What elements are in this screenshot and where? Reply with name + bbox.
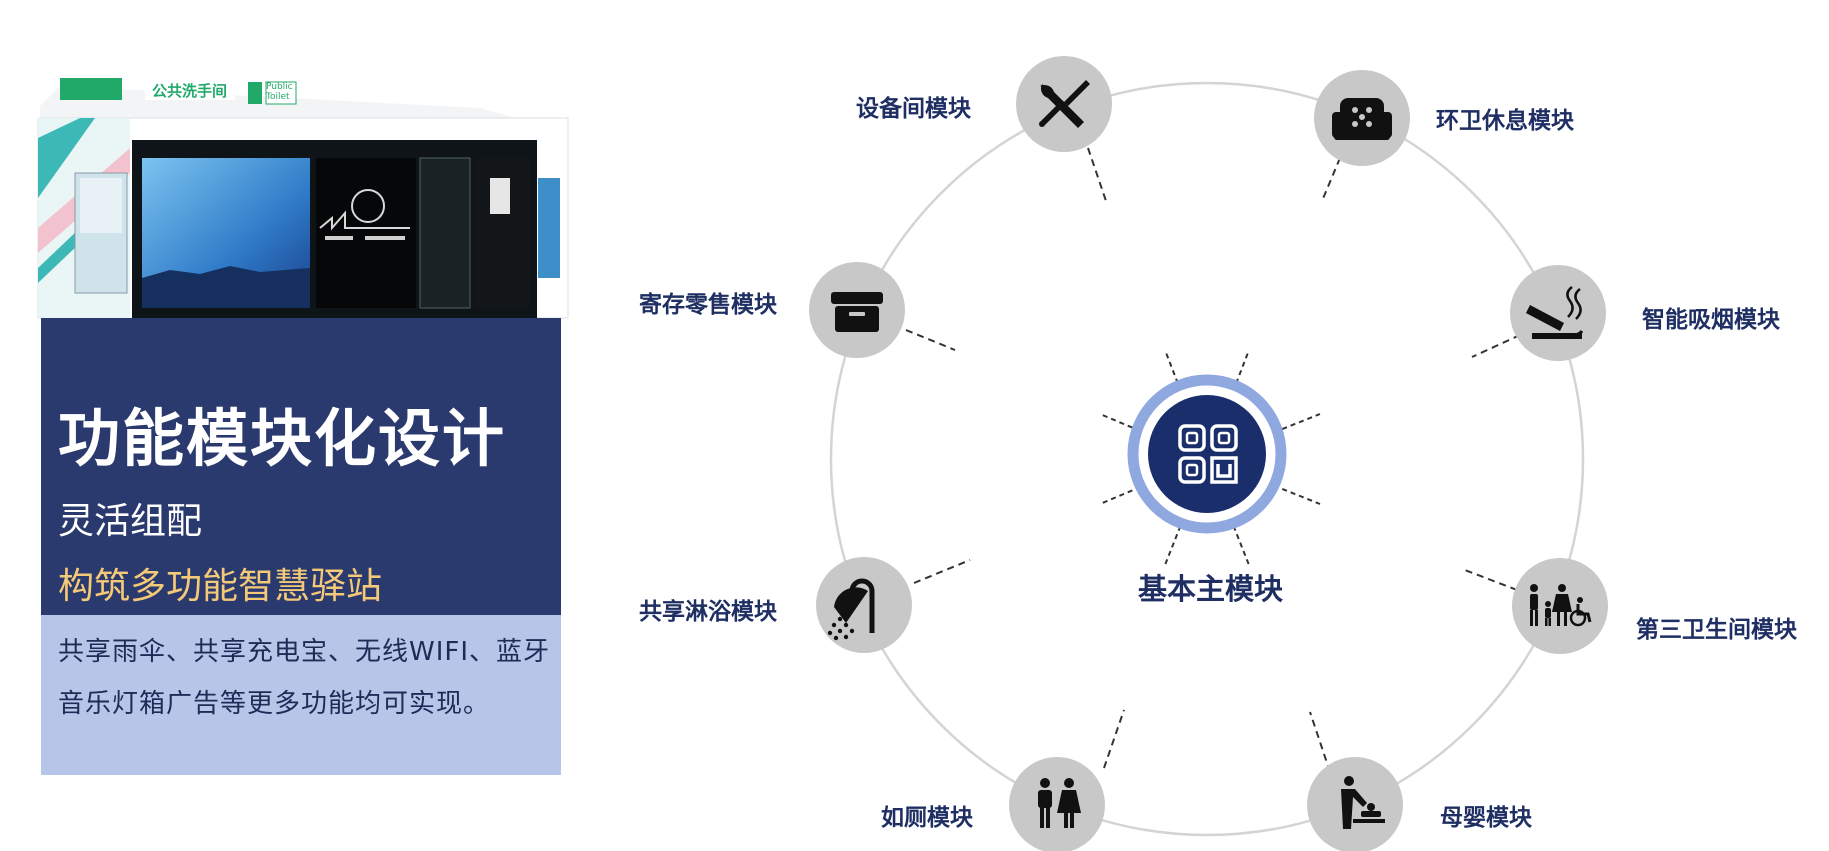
center-node [1127,374,1287,534]
smoking-icon [1526,286,1584,339]
center-label: 基本主模块 [1138,572,1284,606]
modules-grid-icon [1178,424,1238,484]
baby-changing-icon [1341,776,1385,829]
subtitle-station: 构筑多功能智慧驿站 [58,566,383,607]
module-label-equipment: 设备间模块 [856,96,971,122]
armchair-icon [1332,98,1392,140]
module-label-storage: 寄存零售模块 [639,292,777,318]
family-accessible-icon [1530,584,1592,627]
restroom-icon [1038,778,1081,828]
module-label-rest: 环卫休息模块 [1436,108,1574,134]
module-label-smoking: 智能吸烟模块 [1642,307,1780,333]
storage-box-icon [831,292,883,332]
outer-ring [829,81,1585,837]
module-label-third-restroom: 第三卫生间模块 [1636,617,1797,643]
subtitle-flexible: 灵活组配 [58,501,203,542]
module-label-toilet: 如厕模块 [881,805,973,831]
kiosk-sign-text-en: Public Toilet [266,82,293,102]
connector-lines [905,147,1521,773]
module-label-shower: 共享淋浴模块 [639,599,777,625]
description-block [41,615,561,775]
kiosk-building-image [37,78,569,319]
feature-panel: 公共洗手间 Public Toilet 功能模块化设计 灵活组配 构筑多功能智慧… [0,0,580,851]
tools-icon [1039,80,1090,128]
shower-icon [827,578,875,641]
headline-block [41,318,561,615]
module-label-mother-baby: 母婴模块 [1440,805,1532,831]
description-text: 共享雨伞、共享充电宝、无线WIFI、蓝牙音乐灯箱广告等更多功能均可实现。 [58,637,550,719]
kiosk-sign-text: 公共洗手间 [152,82,228,100]
page-title: 功能模块化设计 [58,402,507,475]
